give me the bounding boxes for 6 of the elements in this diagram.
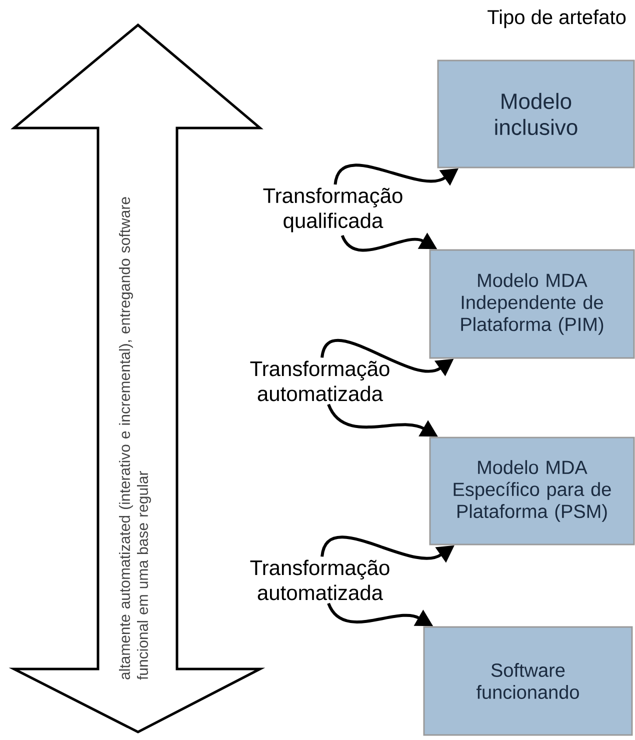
transformation-label: Transformação qualificada bbox=[263, 188, 402, 232]
artifact-box: Modelo inclusivo bbox=[437, 60, 635, 168]
artifact-box: Modelo MDA Independente de Plataforma (PIM) bbox=[429, 249, 635, 359]
artifact-box: Software funcionando bbox=[423, 626, 633, 736]
column-heading: Tipo de artefato bbox=[488, 10, 626, 28]
artifact-box: Modelo MDA Específico para de Plataforma (PSM) bbox=[429, 436, 635, 546]
